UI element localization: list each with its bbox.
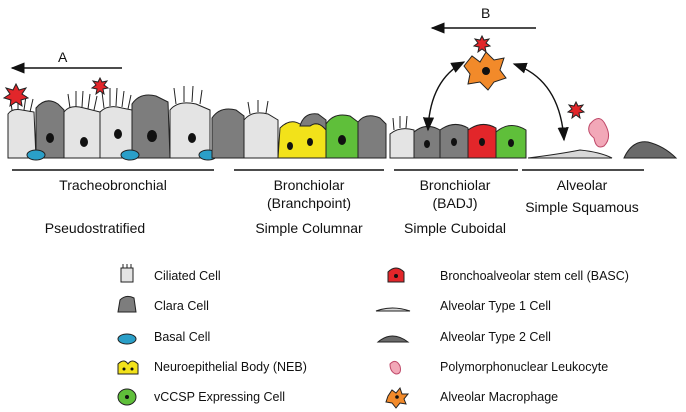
clara-cell-icon	[117, 295, 137, 313]
alveolar-type1-icon	[375, 307, 411, 312]
epithelium-label: Simple Cuboidal	[404, 220, 506, 236]
basal-cell	[120, 149, 140, 161]
legend-label: Neuroepithelial Body (NEB)	[154, 360, 307, 374]
clara-cell	[131, 94, 171, 159]
legend-label: Clara Cell	[154, 299, 209, 313]
basal-cell	[26, 149, 46, 161]
legend-label: Polymorphonuclear Leukocyte	[440, 360, 608, 374]
region-label: Tracheobronchial	[59, 177, 167, 193]
alveolar-type2-icon	[376, 335, 410, 343]
arrow-a: A	[10, 49, 122, 74]
alveolar-type2-cell	[623, 141, 678, 159]
legend-left	[117, 264, 139, 406]
epithelium-strip	[2, 34, 678, 161]
neb	[277, 121, 327, 159]
legend-label: Basal Cell	[154, 330, 210, 344]
legend-right	[375, 267, 411, 409]
injury-icon	[472, 34, 492, 54]
clara-cell	[413, 126, 441, 159]
legend-label: vCCSP Expressing Cell	[154, 390, 285, 404]
injury-icon	[566, 100, 586, 120]
clara-cell	[439, 124, 469, 159]
basal-cell-icon	[117, 333, 137, 345]
clara-cell	[35, 100, 65, 159]
legend-label: Alveolar Macrophage	[440, 390, 558, 404]
arrow-a-label: A	[58, 49, 68, 65]
ciliated-cell	[389, 115, 415, 159]
vccsp-cell-icon	[117, 388, 137, 406]
epithelium-label: Pseudostratified	[45, 220, 145, 236]
vccsp-cell	[495, 125, 527, 159]
region-sublabel: (BADJ)	[432, 195, 477, 211]
region-label: Alveolar	[557, 177, 608, 193]
ciliated-cell	[243, 100, 279, 159]
region-sublabel: (Branchpoint)	[267, 195, 351, 211]
vccsp-cell	[325, 114, 359, 159]
epithelium-label: Simple Squamous	[525, 199, 639, 215]
region-label: Bronchiolar	[274, 177, 345, 193]
clara-cell	[357, 115, 387, 159]
legend-label: Ciliated Cell	[154, 269, 221, 283]
pmn-leukocyte	[588, 118, 610, 148]
arrow-b-label: B	[481, 5, 490, 21]
legend-label: Bronchoalveolar stem cell (BASC)	[440, 269, 629, 283]
alveolar-type1-cell	[527, 149, 613, 159]
ciliated-cell	[63, 90, 101, 159]
macrophage-icon	[385, 386, 410, 409]
ciliated-cell	[99, 87, 133, 159]
curved-arrow-left	[422, 61, 466, 132]
alveolar-macrophage	[463, 51, 507, 91]
basc	[467, 124, 497, 159]
epithelium-label: Simple Columnar	[255, 220, 363, 236]
injury-icon	[2, 82, 30, 108]
legend-label: Alveolar Type 1 Cell	[440, 299, 551, 313]
clara-cell	[211, 108, 245, 159]
injury-icon	[90, 76, 110, 96]
neb-icon	[117, 360, 139, 375]
basc-icon	[387, 267, 405, 283]
region-label: Bronchiolar	[420, 177, 491, 193]
ciliated-cell	[169, 85, 211, 159]
legend-label: Alveolar Type 2 Cell	[440, 330, 551, 344]
pmn-leukocyte-icon	[389, 360, 401, 375]
arrow-b: B	[430, 5, 536, 34]
ciliated-cell-icon	[120, 264, 134, 283]
curved-arrow-right	[512, 62, 569, 142]
